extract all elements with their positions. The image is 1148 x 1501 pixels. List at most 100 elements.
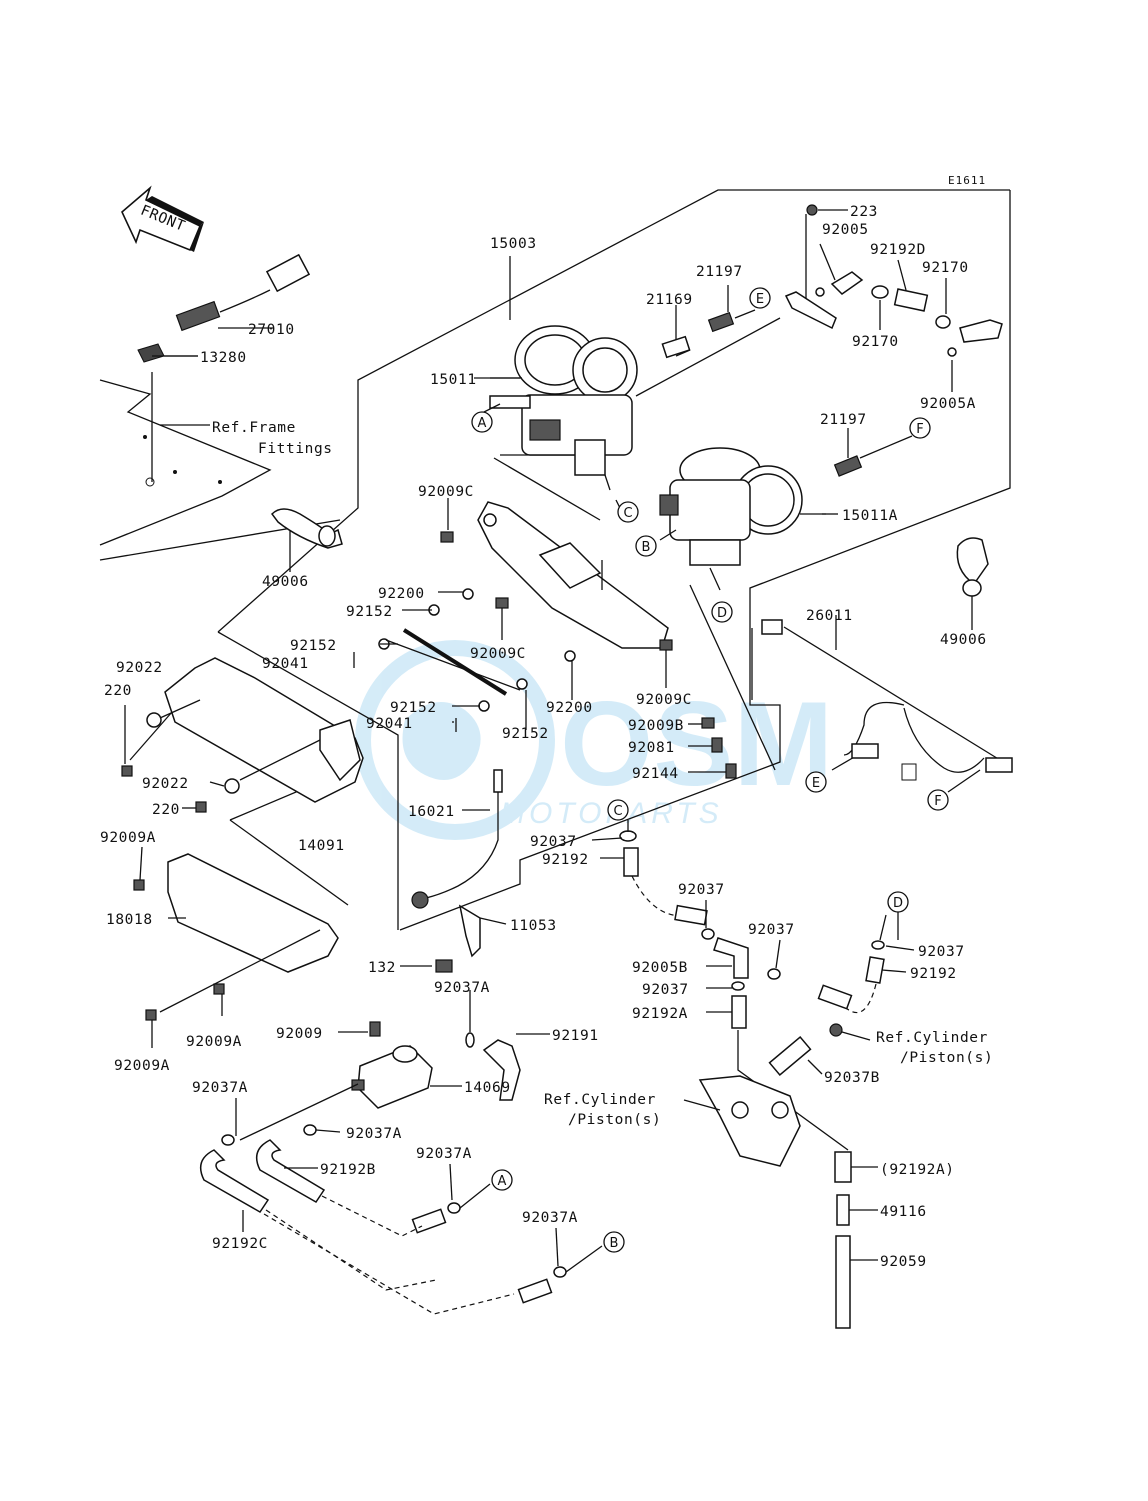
label-16021: 16021 xyxy=(408,804,455,820)
label-11053: 11053 xyxy=(510,918,557,934)
label-92009: 92009 xyxy=(276,1026,323,1042)
callout-a-2: A xyxy=(498,1174,507,1189)
clamp-92170 xyxy=(879,278,951,330)
label-220-b: 220 xyxy=(152,802,180,818)
label-132: 132 xyxy=(368,960,396,976)
label-92170-a: 92170 xyxy=(922,260,969,276)
label-92022-b: 92022 xyxy=(142,776,189,792)
label-92005: 92005 xyxy=(822,222,869,238)
label-92192b: 92192B xyxy=(320,1162,376,1178)
label-92005b: 92005B xyxy=(632,960,688,976)
label-92037a-c: 92037A xyxy=(346,1126,402,1142)
label-92037a-d: 92037A xyxy=(416,1146,472,1162)
callout-circles: A E F C B D E F C D A B xyxy=(471,287,949,1253)
label-92009b: 92009B xyxy=(628,718,684,734)
label-92200-a: 92200 xyxy=(378,586,425,602)
callout-a-1: A xyxy=(478,416,487,431)
label-ref-cylinder-b2: /Piston(s) xyxy=(568,1112,661,1128)
callout-c-1: C xyxy=(623,506,632,521)
label-92152-d: 92152 xyxy=(502,726,549,742)
label-92037a-a: 92037A xyxy=(434,980,490,996)
label-92009a-a: 92009A xyxy=(100,830,156,846)
label-92009c-a: 92009C xyxy=(418,484,474,500)
sensor-21197-right xyxy=(833,428,913,477)
label-ref-cylinder-a1: Ref.Cylinder xyxy=(876,1030,988,1046)
hose-92192a-lower xyxy=(834,1151,878,1329)
label-92059: 92059 xyxy=(880,1254,927,1270)
watermark: OSM MOTOPARTS xyxy=(355,640,833,840)
label-220-a: 220 xyxy=(104,683,132,699)
bracket-11053 xyxy=(400,904,481,973)
label-49006-a: 49006 xyxy=(262,574,309,590)
wire-harness-26011 xyxy=(761,615,1013,781)
intake-bracket xyxy=(477,501,669,649)
diagram-code: E1611 xyxy=(948,174,986,187)
label-15011a: 15011A xyxy=(842,508,898,524)
label-14091: 14091 xyxy=(298,838,345,854)
callout-e-2: E xyxy=(812,776,820,791)
ref-frame-plate xyxy=(99,372,272,546)
label-92192d: 92192D xyxy=(870,242,926,258)
label-92152-b: 92152 xyxy=(290,638,337,654)
air-duct-14091 xyxy=(121,657,364,813)
ref-cylinder-block xyxy=(698,1075,801,1167)
callout-f-1: F xyxy=(916,422,923,437)
sensor-21169 xyxy=(661,305,691,359)
label-92037-a: 92037 xyxy=(530,834,577,850)
label-92041-b: 92041 xyxy=(366,716,413,732)
callout-d-1: D xyxy=(717,606,727,621)
label-92144: 92144 xyxy=(632,766,679,782)
cover-18018 xyxy=(133,853,339,1048)
fitting-92005 xyxy=(815,243,864,297)
callout-f-2: F xyxy=(934,794,941,809)
label-21197-a: 21197 xyxy=(696,264,743,280)
label-92192a: 92192A xyxy=(632,1006,688,1022)
callout-e-1: E xyxy=(756,292,764,307)
label-92005a: 92005A xyxy=(920,396,976,412)
label-92037a-b: 92037A xyxy=(192,1080,248,1096)
label-18018: 18018 xyxy=(106,912,153,928)
label-26011: 26011 xyxy=(806,608,853,624)
label-92152-a: 92152 xyxy=(346,604,393,620)
label-92037-b: 92037 xyxy=(678,882,725,898)
callout-c-2: C xyxy=(613,804,622,819)
hose-chain-right xyxy=(817,914,887,1014)
label-92009a-b: 92009A xyxy=(186,1034,242,1050)
bolt-92009c xyxy=(440,498,673,688)
label-21169: 21169 xyxy=(646,292,693,308)
cable-16021 xyxy=(411,769,503,909)
label-92041-a: 92041 xyxy=(262,656,309,672)
label-49006-b: 49006 xyxy=(940,632,987,648)
canister-14069 xyxy=(338,1021,550,1109)
connector-27010 xyxy=(175,253,311,332)
fitting-92005a xyxy=(947,319,1003,392)
label-92009a-c: 92009A xyxy=(114,1058,170,1074)
label-92037-c: 92037 xyxy=(748,922,795,938)
label-92152-c: 92152 xyxy=(390,700,437,716)
label-27010: 27010 xyxy=(248,322,295,338)
label-92037-d: 92037 xyxy=(918,944,965,960)
bracket-223 xyxy=(784,204,848,330)
label-92009c-b: 92009C xyxy=(470,646,526,662)
watermark-brand: OSM xyxy=(560,677,833,811)
hoses-lower-left xyxy=(199,1083,567,1315)
label-14069: 14069 xyxy=(464,1080,511,1096)
hose-92192d xyxy=(871,259,929,312)
label-92037a-e: 92037A xyxy=(522,1210,578,1226)
screw-92009b xyxy=(701,717,737,779)
callout-d-2: D xyxy=(893,896,903,911)
elbow-49006-left xyxy=(271,508,343,572)
label-92192-b: 92192 xyxy=(910,966,957,982)
elbow-49006-right xyxy=(956,537,989,630)
label-92191: 92191 xyxy=(552,1028,599,1044)
label-92192-a: 92192 xyxy=(542,852,589,868)
callout-b-2: B xyxy=(610,1236,619,1251)
throttle-body-15011 xyxy=(489,325,638,491)
sensor-21197-left xyxy=(707,285,756,333)
label-ref-frame-1: Ref.Frame xyxy=(212,420,296,436)
cap-13280 xyxy=(137,343,198,363)
label-92022-a: 92022 xyxy=(116,660,163,676)
label-92081: 92081 xyxy=(628,740,675,756)
throttle-body-15011a xyxy=(659,447,826,566)
